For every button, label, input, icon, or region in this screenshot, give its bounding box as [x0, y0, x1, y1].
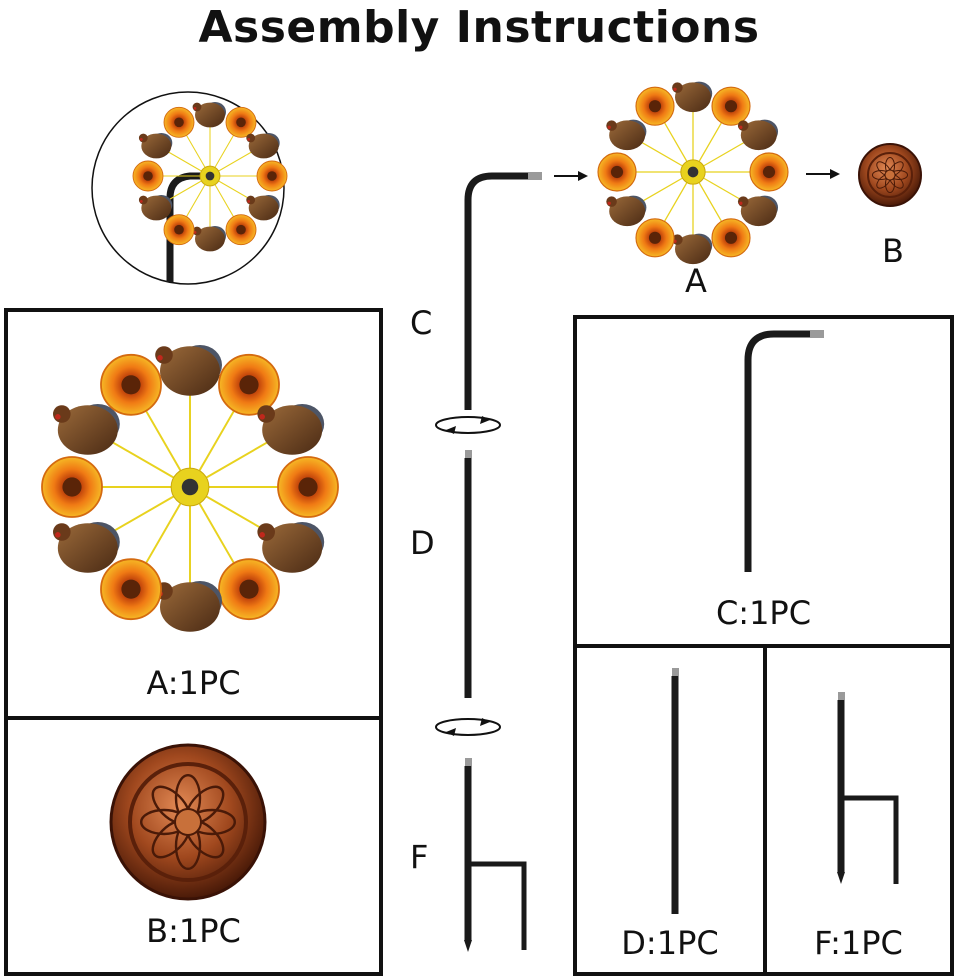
- turkey-figure: [257, 404, 325, 455]
- part-f-box: [763, 644, 954, 976]
- caption-c: C:1PC: [715, 594, 812, 632]
- turkey-figure: [737, 195, 779, 227]
- turkey-figure: [737, 119, 779, 151]
- sunflower-figure: [164, 215, 194, 245]
- sunflower-figure: [712, 219, 750, 257]
- turkey-figure: [155, 345, 222, 396]
- sunflower-figure: [226, 107, 256, 137]
- turkey-figure: [53, 404, 120, 455]
- assembled-preview: [91, 91, 287, 285]
- part-c-rod: [744, 330, 824, 572]
- stake-f-assembly: [464, 758, 527, 952]
- turkey-figure: [606, 195, 647, 227]
- caption-b: B:1PC: [146, 912, 241, 950]
- sunflower-figure: [219, 355, 279, 415]
- sunflower-figure: [226, 215, 256, 245]
- part-a-spinner-top: [598, 82, 788, 264]
- sunflower-figure: [133, 161, 163, 191]
- label-b: B: [882, 232, 904, 270]
- part-f-stake: [837, 692, 899, 884]
- rod-c-assembly: [464, 172, 542, 410]
- sunflower-figure: [598, 153, 636, 191]
- part-b-cap-large: [109, 743, 267, 901]
- label-f: F: [410, 838, 429, 876]
- sunflower-figure: [219, 559, 279, 619]
- part-b-cap-small: [858, 143, 922, 207]
- step-arrow-1: [554, 171, 588, 181]
- part-b-box: [4, 716, 383, 976]
- caption-f: F:1PC: [814, 924, 903, 962]
- sunflower-figure: [712, 87, 750, 125]
- sunflower-figure: [278, 457, 338, 517]
- caption-a: A:1PC: [146, 664, 241, 702]
- turkey-figure: [606, 119, 647, 151]
- part-d-rod: [671, 668, 679, 914]
- turkey-figure: [155, 581, 222, 632]
- step-arrow-2: [806, 169, 840, 179]
- sunflower-figure: [101, 559, 161, 619]
- label-c: C: [410, 304, 433, 342]
- sunflower-figure: [42, 457, 102, 517]
- sunflower-figure: [636, 219, 674, 257]
- label-a: A: [685, 262, 707, 300]
- twist-connect-icon-2: [435, 718, 501, 736]
- part-a-spinner-large: [42, 345, 338, 632]
- twist-connect-icon-1: [435, 416, 501, 434]
- caption-d: D:1PC: [621, 924, 719, 962]
- sunflower-figure: [750, 153, 788, 191]
- rod-d-assembly: [464, 450, 472, 698]
- turkey-figure: [53, 522, 120, 573]
- sunflower-figure: [636, 87, 674, 125]
- label-d: D: [410, 524, 435, 562]
- turkey-figure: [672, 233, 713, 265]
- sunflower-figure: [164, 107, 194, 137]
- sunflower-figure: [101, 355, 161, 415]
- sunflower-figure: [257, 161, 287, 191]
- turkey-figure: [672, 81, 713, 113]
- page-title: Assembly Instructions: [198, 2, 760, 53]
